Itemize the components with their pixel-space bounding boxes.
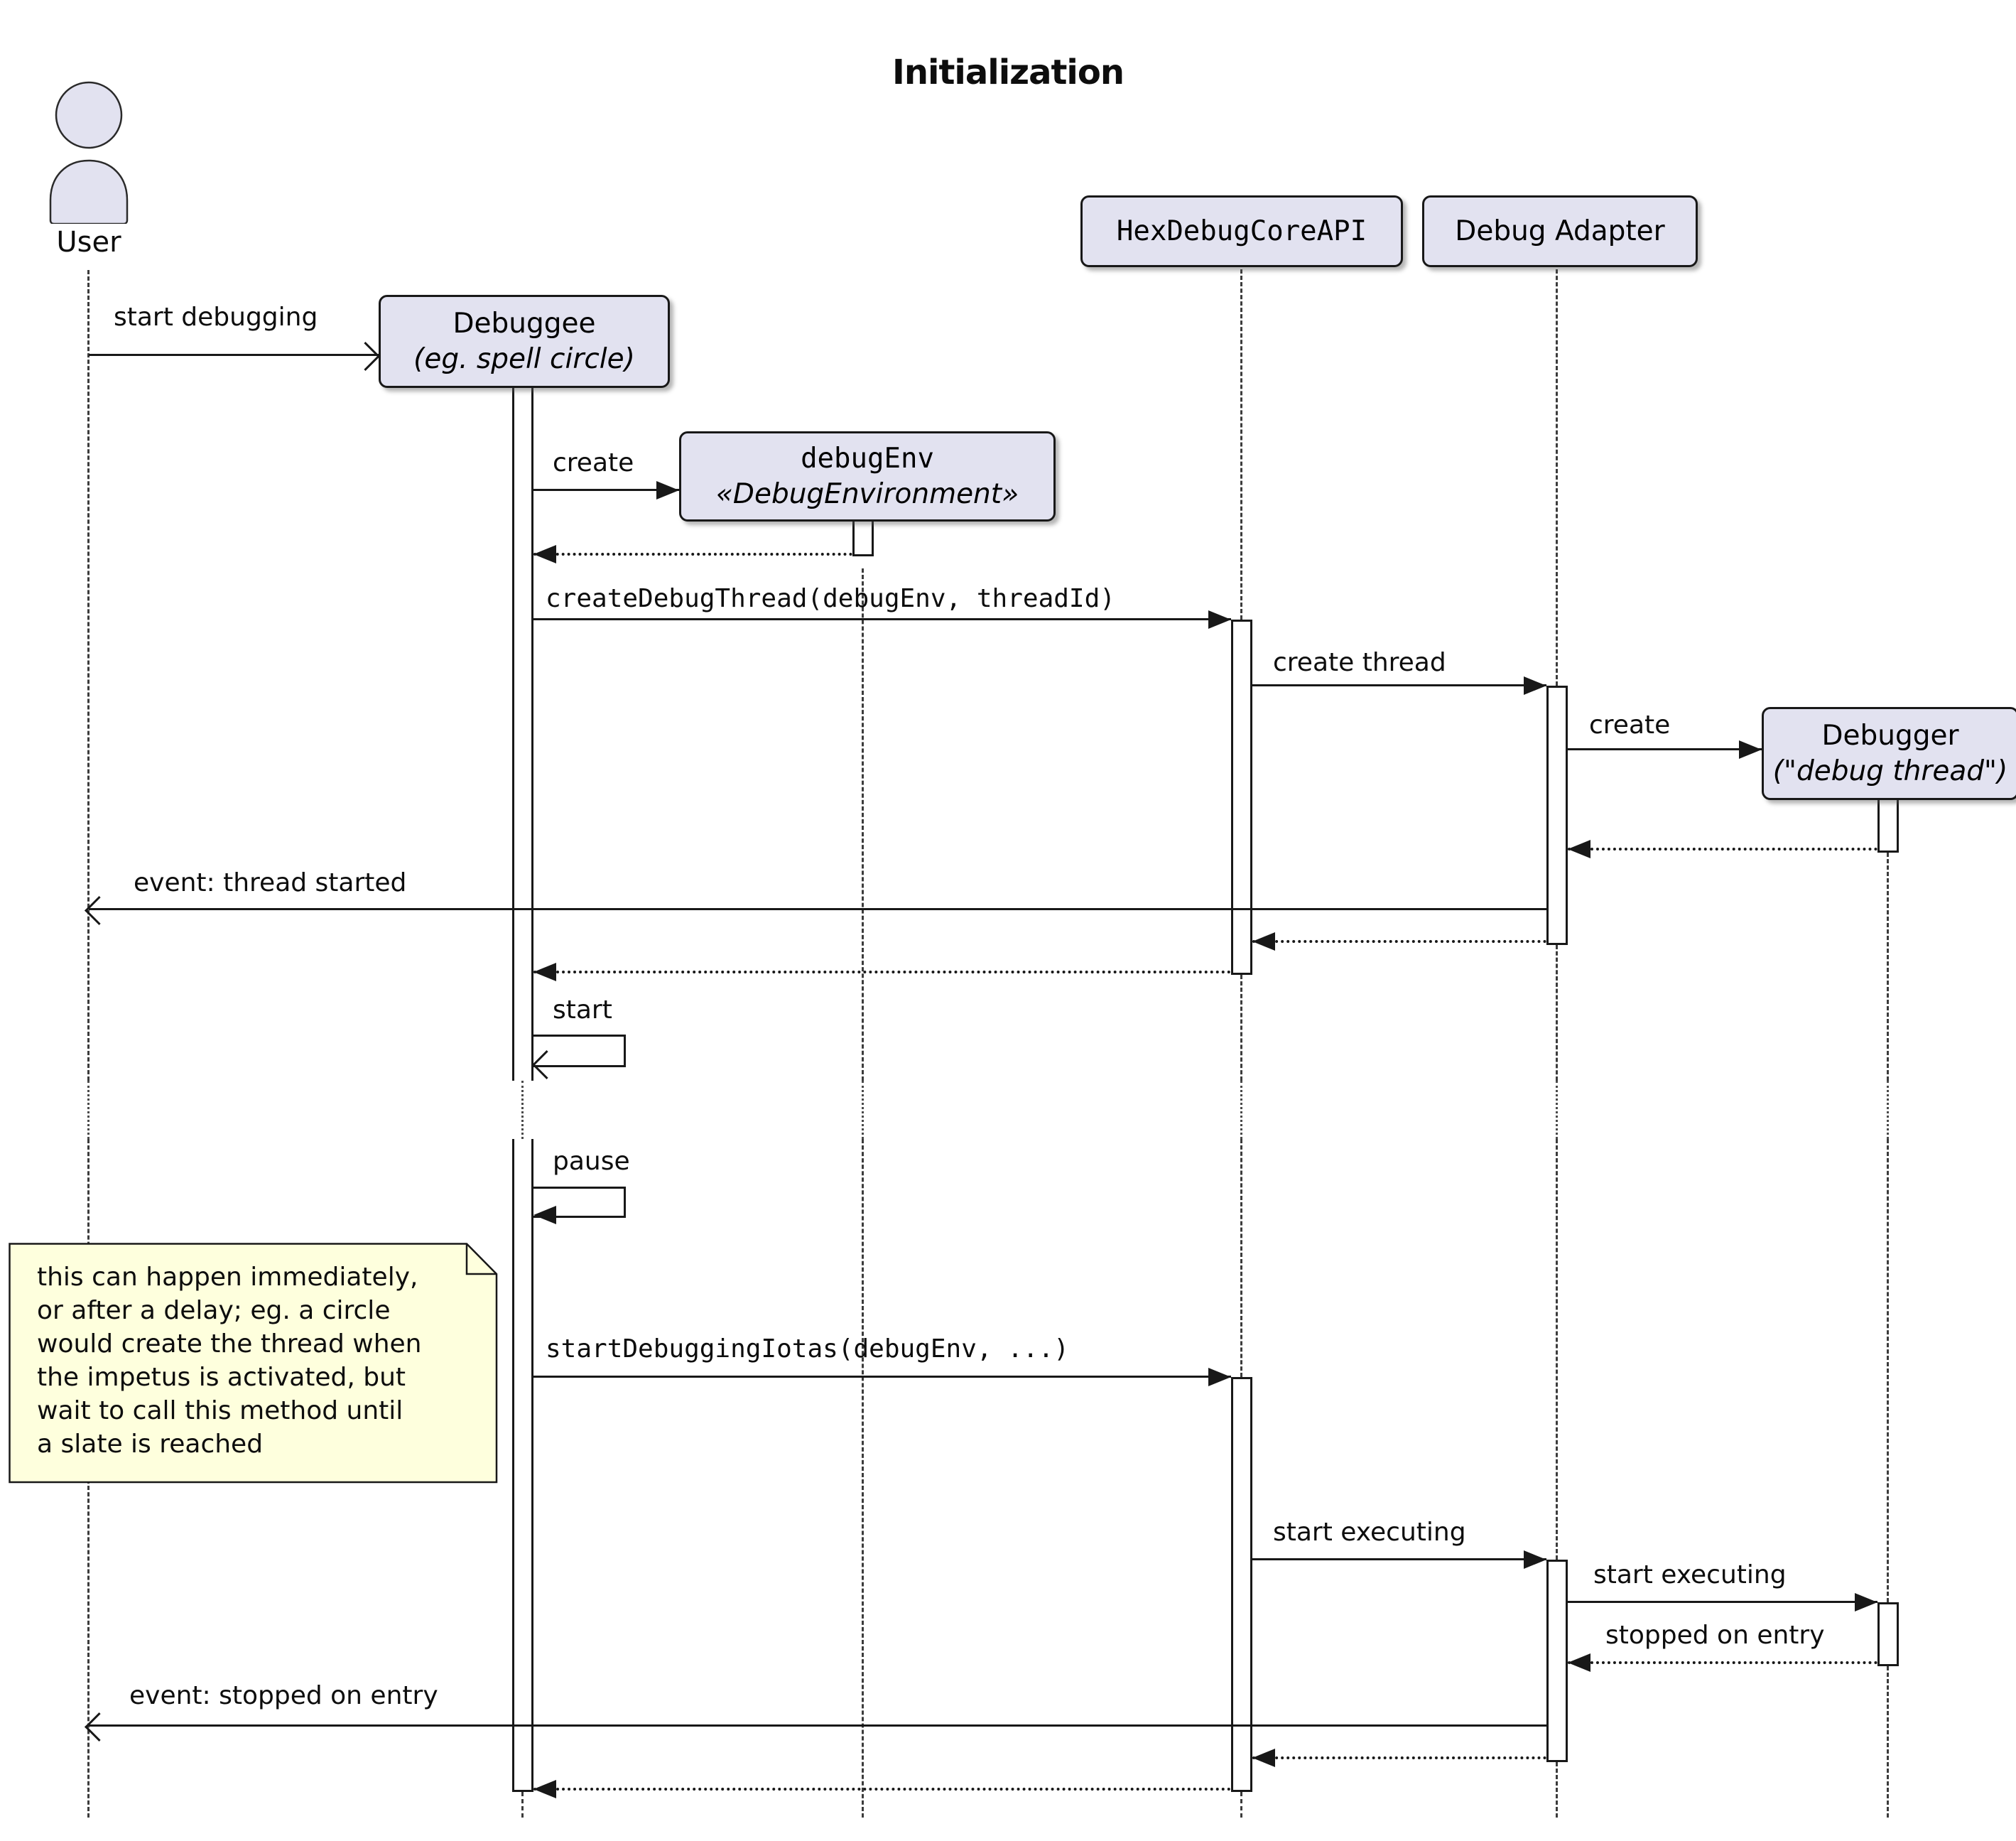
lifeline-debuggee-tail — [521, 1792, 524, 1818]
return-arrow-core-to-debuggee-2 — [533, 1788, 1231, 1791]
arrowhead-filled-right-icon — [1524, 676, 1546, 695]
arrowhead-filled-left-icon — [533, 1206, 556, 1224]
arrowhead-filled-right-icon — [1855, 1593, 1877, 1611]
arrowhead-filled-right-icon — [1739, 740, 1762, 759]
lifeline-debugger — [1887, 853, 1889, 1081]
message-label-create-debugger: create — [1589, 711, 1671, 740]
lifeline-debugenv — [862, 1139, 864, 1818]
lifeline-debug-adapter-tail — [1556, 1762, 1558, 1818]
lifeline-debug-adapter — [1556, 1139, 1558, 1560]
participant-box-debug-adapter: Debug Adapter — [1422, 195, 1698, 267]
arrowhead-filled-right-icon — [656, 481, 679, 500]
lifeline-debugger — [1887, 1139, 1889, 1602]
actor-label-user: User — [56, 226, 121, 259]
lifeline-debuggee-delay — [521, 1081, 524, 1139]
self-message-loop-pause — [533, 1187, 626, 1218]
lifeline-user — [87, 270, 90, 1081]
message-label-create-thread: create thread — [1273, 648, 1446, 677]
message-label-create-debug-thread: createDebugThread(debugEnv, threadId) — [546, 584, 1115, 613]
return-arrow-adapter-to-core — [1252, 940, 1546, 943]
activation-bar-debug-adapter-2 — [1546, 1560, 1568, 1762]
participant-label: Debuggee — [452, 307, 596, 340]
lifeline-hexdebugcoreapi — [1240, 1139, 1242, 1377]
participant-box-debuggee: Debuggee (eg. spell circle) — [379, 295, 670, 388]
message-arrow-create-debugenv — [533, 489, 679, 491]
return-arrow-adapter-to-core-2 — [1252, 1756, 1546, 1759]
participant-sublabel: (eg. spell circle) — [413, 342, 635, 375]
participant-label: Debugger — [1821, 719, 1959, 752]
message-label-event-thread-started: event: thread started — [134, 868, 407, 897]
message-arrow-event-thread-started — [89, 908, 1546, 910]
participant-label: Debug Adapter — [1455, 215, 1665, 247]
lifeline-debugger-delay — [1887, 1081, 1889, 1139]
message-label-create-debugenv: create — [553, 448, 634, 477]
participant-sublabel: «DebugEnvironment» — [715, 477, 1019, 510]
return-arrow-core-to-debuggee — [533, 971, 1231, 973]
message-label-start-debugging: start debugging — [114, 303, 318, 332]
arrowhead-filled-left-icon — [1252, 932, 1275, 951]
lifeline-user-delay — [87, 1081, 90, 1139]
lifeline-debugenv-delay — [862, 1081, 864, 1139]
participant-box-debugenv: debugEnv «DebugEnvironment» — [679, 431, 1056, 522]
participant-sublabel: ("debug thread") — [1772, 755, 2008, 787]
message-label-start-executing-1: start executing — [1273, 1518, 1466, 1547]
activation-bar-debugger-1 — [1877, 796, 1899, 853]
message-arrow-start-executing-1 — [1252, 1558, 1546, 1560]
lifeline-debug-adapter-delay — [1556, 1081, 1558, 1139]
activation-bar-debugenv — [852, 517, 874, 556]
participant-label: HexDebugCoreAPI — [1116, 215, 1367, 247]
user-actor-icon — [49, 81, 129, 224]
self-message-loop-start — [533, 1035, 626, 1067]
lifeline-hexdebugcoreapi-tail — [1240, 1792, 1242, 1818]
message-label-pause-self: pause — [553, 1147, 630, 1176]
lifeline-hexdebugcoreapi — [1240, 263, 1242, 620]
arrowhead-filled-left-icon — [533, 1780, 556, 1798]
message-arrow-start-debugging-iotas — [533, 1376, 1231, 1378]
lifeline-debugenv — [862, 568, 864, 1081]
lifeline-debugger-tail — [1887, 1666, 1889, 1818]
note: this can happen immediately, or after a … — [37, 1263, 422, 1459]
participant-box-debugger: Debugger ("debug thread") — [1762, 707, 2016, 800]
message-arrow-create-debugger — [1568, 748, 1762, 750]
arrowhead-filled-right-icon — [1524, 1550, 1546, 1569]
message-label-start-debugging-iotas: startDebuggingIotas(debugEnv, ...) — [546, 1334, 1069, 1364]
message-arrow-create-debug-thread — [533, 618, 1231, 620]
arrowhead-filled-right-icon — [1208, 610, 1231, 629]
activation-bar-debugger-2 — [1877, 1602, 1899, 1666]
arrowhead-filled-left-icon — [533, 963, 556, 981]
activation-bar-debug-adapter-1 — [1546, 686, 1568, 945]
message-label-event-stopped-on-entry: event: stopped on entry — [129, 1681, 438, 1710]
return-arrow-debugger-to-adapter — [1568, 848, 1877, 851]
message-label-stopped-on-entry: stopped on entry — [1605, 1621, 1825, 1650]
arrowhead-filled-left-icon — [1568, 1653, 1590, 1672]
message-arrow-event-stopped-on-entry — [89, 1724, 1546, 1727]
message-label-start-executing-2: start executing — [1593, 1560, 1787, 1589]
return-arrow-debugenv-to-debuggee — [533, 553, 852, 556]
arrowhead-filled-left-icon — [1568, 840, 1590, 858]
arrowhead-filled-left-icon — [533, 545, 556, 563]
arrowhead-open-right-icon — [350, 341, 381, 372]
note-shape — [9, 1243, 498, 1484]
lifeline-debug-adapter — [1556, 945, 1558, 1081]
activation-bar-hexdebugcoreapi-1 — [1231, 620, 1252, 975]
lifeline-hexdebugcoreapi — [1240, 975, 1242, 1081]
lifeline-hexdebugcoreapi-delay — [1240, 1081, 1242, 1139]
message-arrow-create-thread — [1252, 684, 1546, 686]
arrowhead-filled-left-icon — [1252, 1749, 1275, 1767]
diagram-title: Initialization — [892, 53, 1124, 92]
message-arrow-start-debugging — [89, 354, 379, 356]
participant-label: debugEnv — [801, 442, 934, 475]
lifeline-debug-adapter — [1556, 263, 1558, 686]
message-label-start-self: start — [553, 995, 612, 1025]
return-arrow-stopped-on-entry — [1568, 1661, 1877, 1664]
participant-box-hexdebugcoreapi: HexDebugCoreAPI — [1080, 195, 1403, 267]
activation-bar-debuggee — [512, 1139, 533, 1792]
message-arrow-start-executing-2 — [1568, 1601, 1877, 1603]
activation-bar-debuggee — [512, 384, 533, 1081]
arrowhead-filled-right-icon — [1208, 1368, 1231, 1386]
activation-bar-hexdebugcoreapi-2 — [1231, 1377, 1252, 1792]
